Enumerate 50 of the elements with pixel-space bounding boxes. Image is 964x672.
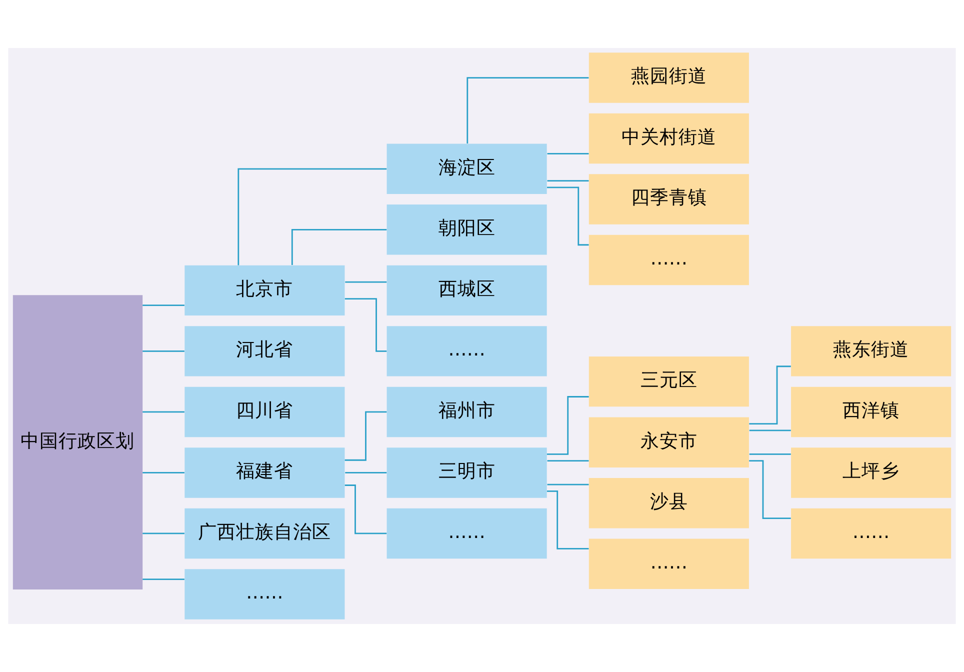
node-box: 朝阳区 <box>386 204 547 255</box>
node-box: 海淀区 <box>386 144 547 194</box>
connector <box>546 490 589 550</box>
node-box: 燕东街道 <box>791 326 952 376</box>
node-box: 三元区 <box>588 356 749 407</box>
node-box: …… <box>184 569 345 620</box>
node-box: 广西壮族自治区 <box>184 508 345 559</box>
connector <box>547 460 589 462</box>
node-box: …… <box>588 538 749 589</box>
connector <box>345 281 387 283</box>
node-box: 燕园街道 <box>588 52 749 103</box>
connector <box>749 454 791 455</box>
node-box: 中国行政区划 <box>12 295 143 590</box>
node-box: 西城区 <box>386 265 547 316</box>
node-box: 福州市 <box>386 386 547 438</box>
node-box: 中关村街道 <box>588 113 749 164</box>
connector <box>344 484 387 534</box>
node-box: 上坪乡 <box>791 448 952 498</box>
connector <box>238 168 387 266</box>
node-box: 四季青镇 <box>588 174 749 224</box>
connector <box>142 411 184 413</box>
node-box: 福建省 <box>184 448 345 498</box>
connector <box>344 411 387 461</box>
connector <box>344 298 387 352</box>
node-box: …… <box>588 234 749 286</box>
connector <box>547 180 589 182</box>
node-box: 永安市 <box>588 417 749 468</box>
node-box: 北京市 <box>184 265 345 316</box>
node-box: …… <box>386 326 547 376</box>
connector <box>547 153 589 154</box>
connector <box>291 228 387 266</box>
connector <box>547 186 589 246</box>
connector <box>142 350 184 352</box>
node-box: 西洋镇 <box>791 386 952 438</box>
connector <box>142 532 184 534</box>
node-box: 三明市 <box>386 448 547 498</box>
node-box: 四川省 <box>184 386 345 438</box>
connector <box>142 304 184 306</box>
connector <box>749 430 791 432</box>
node-box: …… <box>791 508 952 559</box>
connector <box>345 472 387 474</box>
connector <box>466 77 589 144</box>
node-box: 河北省 <box>184 326 345 376</box>
connector <box>142 578 184 580</box>
node-box: …… <box>386 508 547 559</box>
connector <box>547 484 589 486</box>
node-box: 沙县 <box>588 478 749 528</box>
connector <box>142 472 184 474</box>
connector <box>546 396 589 455</box>
connector <box>749 460 791 519</box>
